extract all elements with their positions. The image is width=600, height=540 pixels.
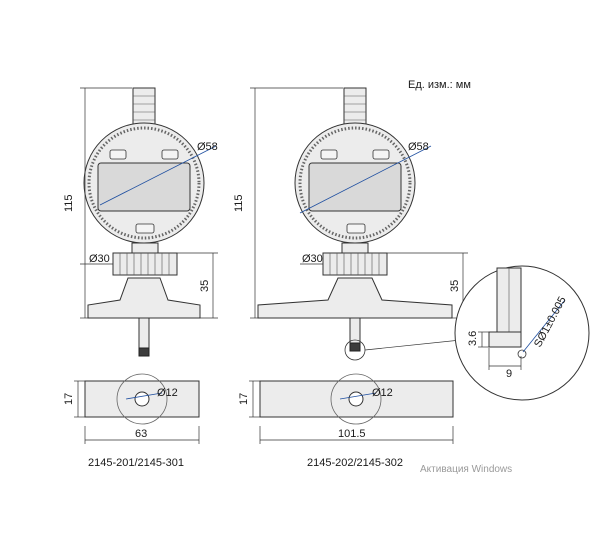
right-bottom-width-dimension: 101.5 (259, 426, 454, 444)
left-base-height-dimension: 35 (177, 252, 218, 319)
svg-text:115: 115 (63, 194, 75, 212)
probe-tip-detail-view: 3.6 9 SØ1±0.005 (454, 265, 590, 401)
svg-text:Ø58: Ø58 (408, 141, 429, 153)
left-stem-diameter-callout: Ø30 (80, 253, 113, 265)
svg-text:Ø58: Ø58 (197, 141, 218, 153)
svg-text:Ø12: Ø12 (372, 387, 393, 399)
svg-text:Ø12: Ø12 (157, 387, 178, 399)
right-height-dimension: 115 (233, 87, 343, 319)
svg-text:17: 17 (238, 393, 250, 405)
svg-text:101.5: 101.5 (338, 428, 366, 440)
svg-text:115: 115 (233, 194, 245, 212)
svg-text:35: 35 (449, 280, 461, 292)
svg-text:17: 17 (63, 393, 75, 405)
units-label: Ед. изм.: мм (408, 79, 471, 91)
right-dial-diameter-callout: Ø58 (299, 141, 432, 214)
right-model-caption: 2145-202/2145-302 (307, 457, 403, 469)
svg-text:35: 35 (199, 280, 211, 292)
left-gauge-front-view (83, 87, 205, 357)
right-stem-diameter-callout: Ø30 (300, 253, 323, 265)
svg-text:Ø30: Ø30 (89, 253, 110, 265)
right-gauge-front-view (257, 87, 453, 361)
svg-text:9: 9 (506, 368, 512, 380)
left-model-caption: 2145-201/2145-301 (88, 457, 184, 469)
left-bottom-thickness-dimension: 17 (63, 380, 85, 418)
left-dial-diameter-callout: Ø58 (99, 141, 218, 206)
right-bottom-thickness-dimension: 17 (238, 380, 260, 418)
svg-text:3.6: 3.6 (467, 331, 479, 346)
svg-text:63: 63 (135, 428, 147, 440)
windows-activation-watermark: Активация Windows (420, 464, 512, 475)
svg-text:Ø30: Ø30 (302, 253, 323, 265)
left-bottom-width-dimension: 63 (84, 426, 200, 444)
right-gauge-bottom-view: Ø12 (259, 373, 454, 425)
left-gauge-bottom-view: Ø12 (84, 373, 200, 425)
left-height-dimension: 115 (63, 87, 132, 319)
